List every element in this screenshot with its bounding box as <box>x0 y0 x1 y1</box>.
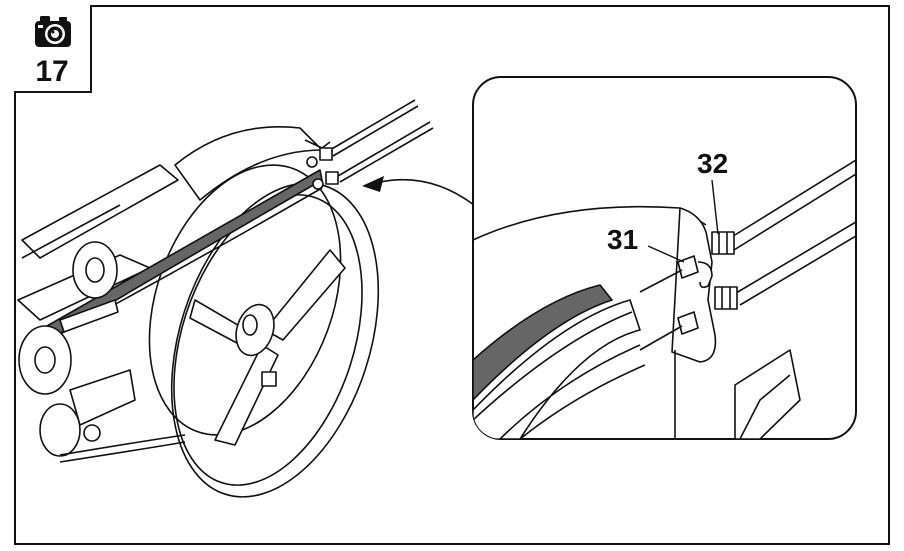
step-badge: 17 <box>14 5 92 93</box>
step-number: 17 <box>35 55 69 88</box>
leader-line-31 <box>647 245 685 263</box>
camera-icon <box>35 16 71 47</box>
callout-32: 32 <box>697 148 729 179</box>
leader-line-32 <box>711 179 719 235</box>
cables <box>329 99 434 183</box>
page-frame <box>14 5 890 545</box>
callout-31: 31 <box>607 224 639 255</box>
mower-drive-illustration <box>17 99 434 498</box>
pointer-arrow <box>362 176 475 206</box>
inset-detail <box>472 76 857 440</box>
